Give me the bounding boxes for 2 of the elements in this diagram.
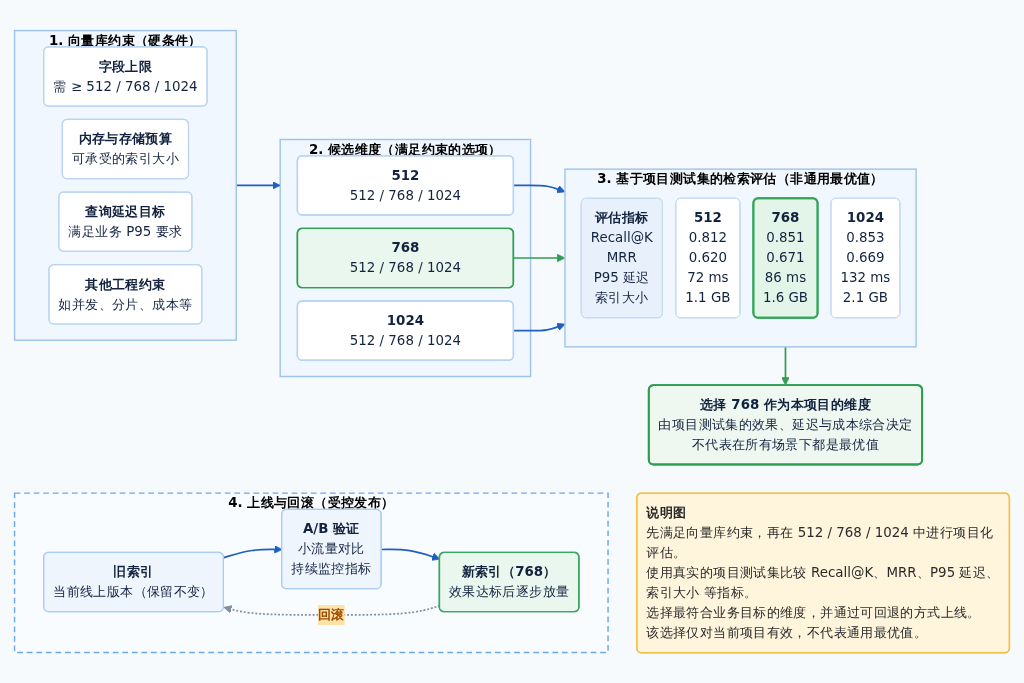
- arrow: [781, 345, 790, 386]
- edge-label: 回滚: [318, 606, 345, 622]
